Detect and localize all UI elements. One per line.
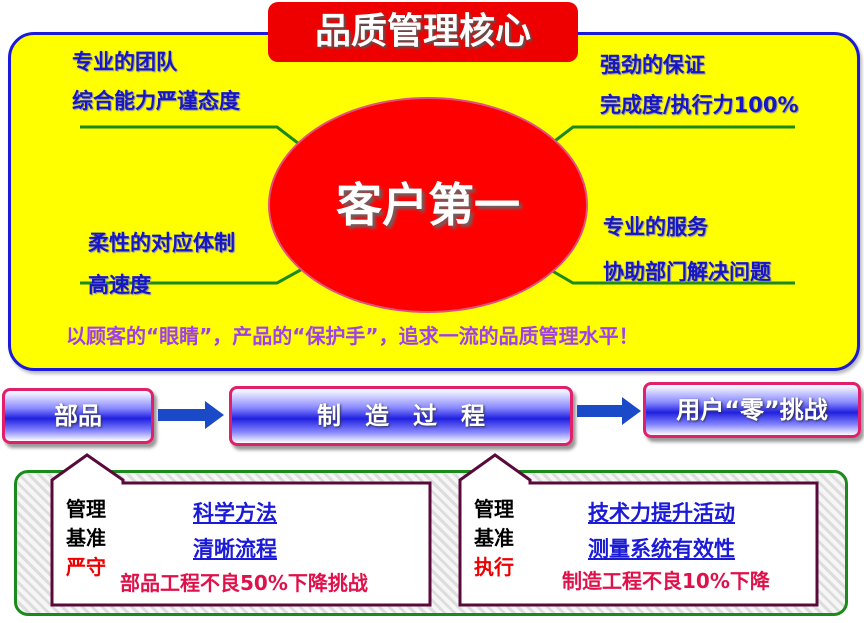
line-top-left [80,125,308,152]
manufacturing-goal: 制造工程不良10%下降 [562,569,770,593]
flow-customer: 用户“零”挑战 [643,382,861,438]
flow-manufacturing: 制 造 过 程 [229,386,573,446]
page-title: 品质管理核心 [268,2,578,62]
label-standard: 基准 [66,526,106,550]
label-standard: 基准 [474,526,514,550]
flow-parts: 部品 [2,388,154,444]
service-text: 专业的服务 [603,215,708,239]
guarantee-text: 强劲的保证 [600,53,705,77]
right-callout [458,453,819,607]
arrow-right-icon [577,397,641,425]
label-execute: 执行 [474,555,514,579]
speed-text: 高速度 [88,273,151,297]
assist-text: 协助部门解决问题 [603,260,771,284]
arrow-right-icon [158,401,224,429]
line-top-right [542,125,795,152]
flexible-text: 柔性的对应体制 [88,231,235,255]
completion-text: 完成度/执行力100% [600,93,799,117]
link-msa[interactable]: 测量系统有效性 [588,537,735,561]
link-tech-improvement[interactable]: 技术力提升活动 [588,501,735,525]
flow-arrows [158,397,641,429]
label-management: 管理 [66,497,106,521]
slogan: 以顾客的“眼睛”，产品的“保护手”，追求一流的品质管理水平！ [66,324,639,348]
customer-first-ellipse: 客户第一 [268,97,588,313]
label-management: 管理 [474,497,514,521]
ability-text: 综合能力严谨态度 [72,89,240,113]
team-text: 专业的团队 [72,50,177,74]
label-strict: 严守 [66,555,106,579]
callout-boxes [50,453,819,607]
parts-goal: 部品工程不良50%下降挑战 [120,571,368,595]
link-clear-process[interactable]: 清晰流程 [193,537,277,561]
link-scientific-method[interactable]: 科学方法 [193,501,277,525]
left-callout [50,453,432,607]
